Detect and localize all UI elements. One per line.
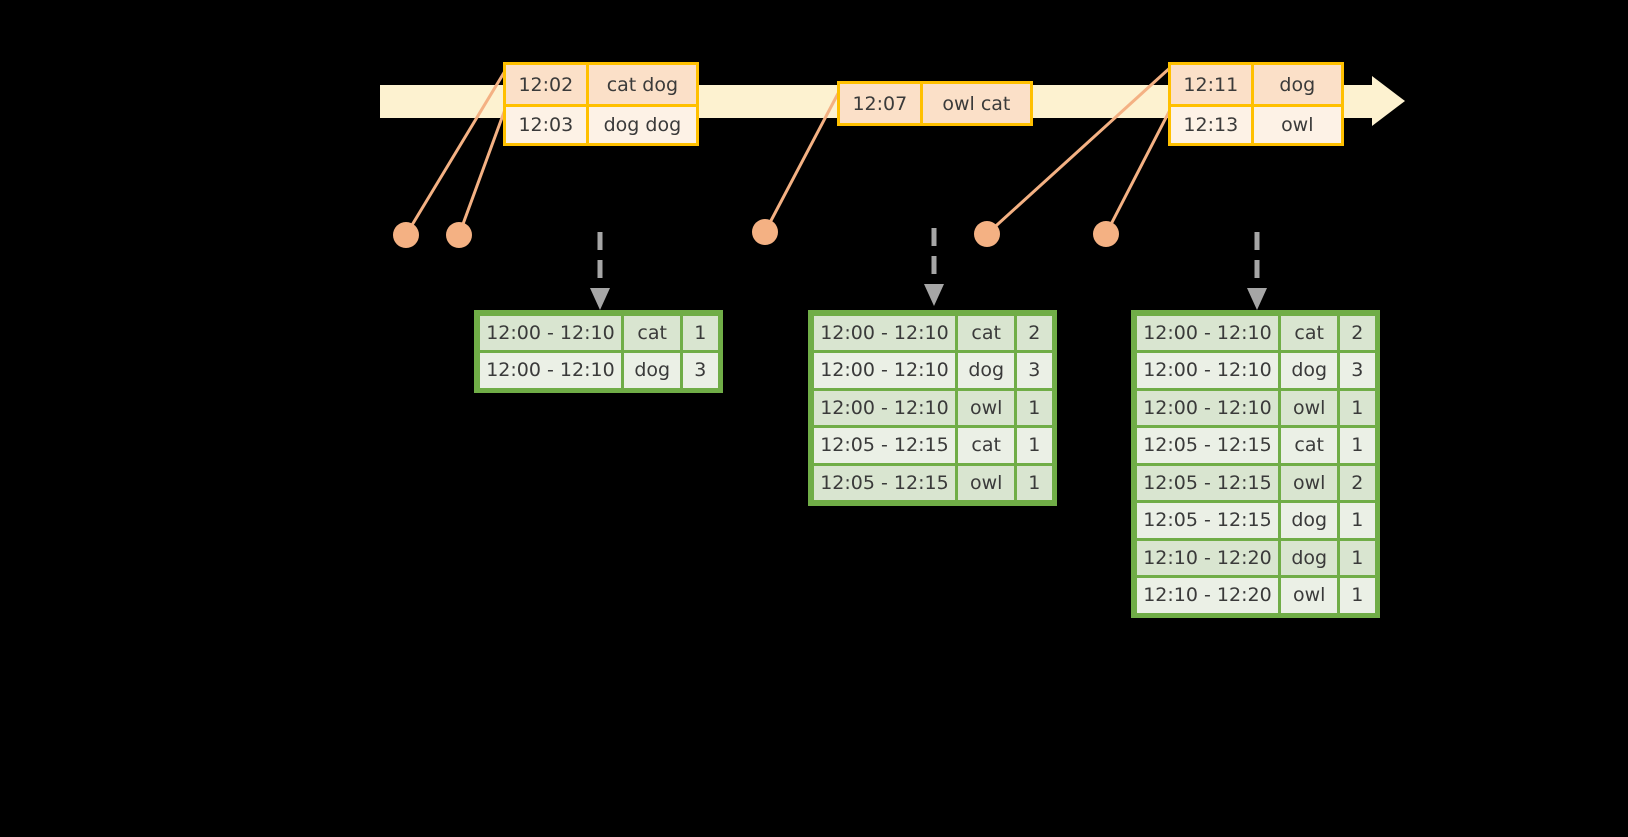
event-marker-dot[interactable]: [1093, 221, 1119, 247]
table-cell-window: 12:00 - 12:10: [1136, 390, 1279, 425]
event-box-1[interactable]: 12:02 cat dog 12:03 dog dog: [503, 62, 699, 146]
table-cell-window: 12:05 - 12:15: [813, 465, 956, 500]
table-cell-count: 1: [1340, 578, 1375, 613]
table-cell-window: 12:05 - 12:15: [1136, 503, 1279, 538]
table-cell-key: owl: [1281, 578, 1337, 613]
table-cell-window: 12:00 - 12:10: [1136, 353, 1279, 388]
table-cell-count: 3: [1340, 353, 1375, 388]
event-marker-dot[interactable]: [974, 221, 1000, 247]
event-payload: cat dog: [606, 73, 679, 96]
table-cell-count: 2: [1340, 315, 1375, 350]
table-cell-window: 12:00 - 12:10: [813, 353, 956, 388]
table-cell-count: 3: [1017, 353, 1052, 388]
event-row: 12:11 dog: [1171, 65, 1341, 104]
table-cell-count: 1: [1017, 465, 1052, 500]
table-cell-key: dog: [1281, 540, 1337, 575]
table-cell-key: owl: [958, 465, 1014, 500]
table-cell-count: 1: [1017, 428, 1052, 463]
event-payload: dog: [1279, 73, 1316, 96]
table-cell-key: owl: [958, 390, 1014, 425]
table-cell-key: cat: [958, 428, 1014, 463]
table-cell-count: 1: [1340, 428, 1375, 463]
down-arrow-icon: [1247, 232, 1267, 310]
event-payload: owl cat: [942, 92, 1011, 115]
event-time: 12:02: [506, 65, 589, 104]
table-cell-window: 12:00 - 12:10: [813, 315, 956, 350]
connector-line: [1104, 105, 1174, 235]
table-cell-window: 12:00 - 12:10: [813, 390, 956, 425]
table-cell-count: 2: [1340, 465, 1375, 500]
event-marker-dot[interactable]: [393, 222, 419, 248]
table-cell-key: owl: [1281, 390, 1337, 425]
timeline-arrowhead-icon: [1372, 76, 1405, 126]
table-cell-count: 3: [683, 353, 718, 388]
down-arrow-icon: [590, 232, 610, 310]
table-cell-count: 1: [1340, 390, 1375, 425]
event-time: 12:03: [506, 107, 589, 143]
event-time: 12:13: [1171, 107, 1254, 143]
table-cell-key: cat: [1281, 428, 1337, 463]
table-cell-window: 12:00 - 12:10: [479, 353, 622, 388]
table-cell-count: 2: [1017, 315, 1052, 350]
table-cell-key: dog: [1281, 503, 1337, 538]
down-arrow-icon: [924, 228, 944, 306]
table-cell-count: 1: [1017, 390, 1052, 425]
event-time: 12:07: [840, 84, 923, 123]
event-marker-dot[interactable]: [752, 219, 778, 245]
table-cell-window: 12:00 - 12:10: [479, 315, 622, 350]
connector-line: [457, 103, 509, 236]
event-time: 12:11: [1171, 65, 1254, 104]
table-cell-key: cat: [1281, 315, 1337, 350]
table-cell-window: 12:10 - 12:20: [1136, 540, 1279, 575]
event-row: 12:13 owl: [1171, 104, 1341, 143]
table-cell-window: 12:00 - 12:10: [1136, 315, 1279, 350]
table-cell-count: 1: [1340, 503, 1375, 538]
table-cell-key: owl: [1281, 465, 1337, 500]
table-cell-window: 12:05 - 12:15: [1136, 428, 1279, 463]
table-cell-key: cat: [958, 315, 1014, 350]
event-marker-dot[interactable]: [446, 222, 472, 248]
table-cell-window: 12:05 - 12:15: [1136, 465, 1279, 500]
table-cell-key: cat: [624, 315, 680, 350]
table-cell-key: dog: [624, 353, 680, 388]
table-cell-count: 1: [683, 315, 718, 350]
table-cell-window: 12:05 - 12:15: [813, 428, 956, 463]
event-row: 12:03 dog dog: [506, 104, 696, 143]
event-row: 12:02 cat dog: [506, 65, 696, 104]
table-cell-count: 1: [1340, 540, 1375, 575]
table-cell-key: dog: [958, 353, 1014, 388]
event-box-3[interactable]: 12:11 dog 12:13 owl: [1168, 62, 1344, 146]
event-payload: dog dog: [603, 114, 682, 136]
table-cell-key: dog: [1281, 353, 1337, 388]
table-cell-window: 12:10 - 12:20: [1136, 578, 1279, 613]
event-row: 12:07 owl cat: [840, 84, 1030, 123]
event-payload: owl: [1281, 114, 1314, 136]
event-box-2[interactable]: 12:07 owl cat: [837, 81, 1033, 126]
